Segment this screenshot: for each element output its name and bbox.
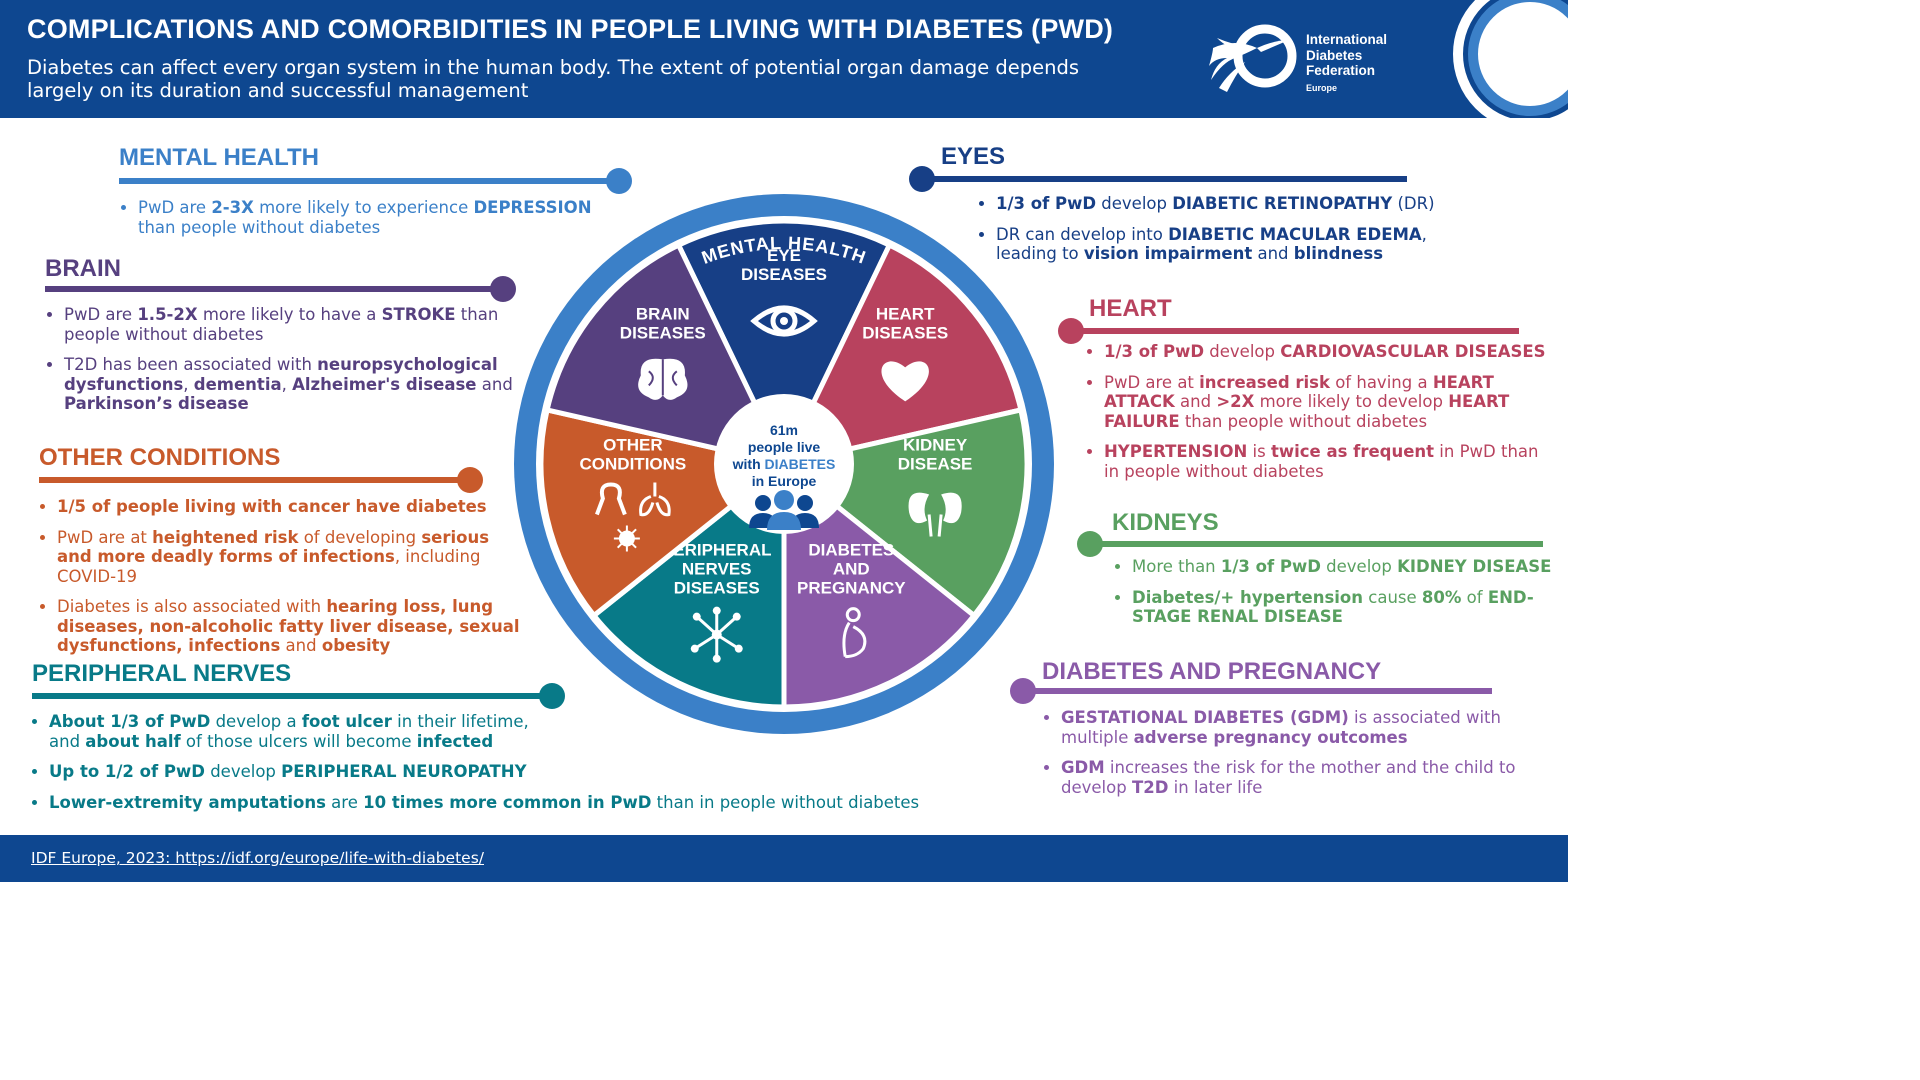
wheel-center [714, 394, 854, 534]
brain-title: BRAIN [45, 255, 121, 282]
pregnancy-rule [1022, 688, 1492, 694]
heart-bullet: 1/3 of PwD develop CARDIOVASCULAR DISEAS… [1104, 342, 1549, 362]
segment-label-other-conditions: CONDITIONS [580, 455, 687, 474]
mental-health-bullets: PwD are 2-3X more likely to experience D… [120, 198, 618, 248]
center-count: 61m [770, 422, 798, 438]
other-conditions-dot [457, 467, 483, 493]
heart-icon [881, 361, 929, 402]
segment-eye-diseases [675, 218, 893, 470]
eyes-bullet: 1/3 of PwD develop DIABETIC RETINOPATHY … [996, 194, 1446, 214]
mental-health-dot [606, 168, 632, 194]
segment-heart-diseases [779, 241, 1024, 468]
brain-rule [45, 286, 505, 292]
peripheral-nerves-bullets: About 1/3 of PwD develop a foot ulcer in… [31, 712, 929, 823]
eyes-bullets: 1/3 of PwD develop DIABETIC RETINOPATHY … [978, 194, 1446, 275]
brain-bullet: T2D has been associated with neuropsycho… [64, 355, 514, 414]
segment-label-eye-diseases: DISEASES [741, 265, 827, 284]
pregnancy-bullets: GESTATIONAL DIABETES (GDM) is associated… [1043, 708, 1521, 808]
segment-label-heart-diseases: DISEASES [862, 323, 948, 342]
brain-dot [490, 276, 516, 302]
segment-label-kidney-disease: KIDNEY [903, 436, 968, 455]
other-conditions-title: OTHER CONDITIONS [39, 444, 281, 471]
segment-label-peripheral-nerves-diseases: DISEASES [674, 579, 760, 598]
pregnancy-title: DIABETES AND PREGNANCY [1042, 658, 1382, 685]
brain-icon [638, 358, 688, 400]
kidneys-icon [908, 492, 962, 537]
source-link[interactable]: IDF Europe, 2023: https://idf.org/europe… [31, 849, 484, 867]
peripheral-nerves-bullet: Up to 1/2 of PwD develop PERIPHERAL NEUR… [49, 762, 929, 782]
segment-label-diabetes-and-pregnancy: DIABETES [808, 541, 894, 560]
pregnancy-bullet: GESTATIONAL DIABETES (GDM) is associated… [1061, 708, 1521, 747]
segment-label-eye-diseases: EYE [767, 246, 801, 265]
footer-banner [0, 835, 1568, 882]
mental-health-title: MENTAL HEALTH [119, 144, 319, 171]
idf-hummingbird-logo-icon [1209, 24, 1297, 92]
segment-label-diabetes-and-pregnancy: AND [833, 560, 870, 579]
other-conditions-bullet: PwD are at heightened risk of developing… [57, 528, 527, 587]
brain-bullet: PwD are 1.5-2X more likely to have a STR… [64, 305, 514, 344]
center-line4: in Europe [752, 473, 817, 489]
page-subtitle: Diabetes can affect every organ system i… [27, 56, 1080, 102]
heart-rule [1068, 328, 1519, 334]
segment-label-peripheral-nerves-diseases: NERVES [682, 560, 752, 579]
nerve-network-icon [690, 606, 743, 663]
kidneys-title: KIDNEYS [1112, 509, 1219, 536]
peripheral-nerves-rule [32, 693, 552, 699]
heart-bullet: HYPERTENSION is twice as frequent in PwD… [1104, 442, 1549, 481]
peripheral-nerves-bullet: Lower-extremity amputations are 10 times… [49, 793, 929, 813]
heart-bullet: PwD are at increased risk of having a HE… [1104, 373, 1549, 432]
other-conditions-bullet: 1/5 of people living with cancer have di… [57, 497, 527, 517]
center-line3: with DIABETES [732, 456, 836, 472]
other-conditions-bullets: 1/5 of people living with cancer have di… [39, 497, 527, 667]
pregnancy-dot [1010, 678, 1036, 704]
kidneys-bullet: Diabetes/+ hypertension cause 80% of END… [1132, 588, 1562, 627]
center-line2: people live [748, 439, 821, 455]
segment-label-other-conditions: OTHER [603, 436, 663, 455]
eyes-bullet: DR can develop into DIABETIC MACULAR EDE… [996, 225, 1446, 264]
brain-bullets: PwD are 1.5-2X more likely to have a STR… [46, 305, 514, 425]
kidneys-bullet: More than 1/3 of PwD develop KIDNEY DISE… [1132, 557, 1562, 577]
segment-label-heart-diseases: HEART [876, 304, 935, 323]
pregnancy-bullet: GDM increases the risk for the mother an… [1061, 758, 1521, 797]
heart-title: HEART [1089, 295, 1172, 322]
people-group-icon [749, 490, 819, 530]
eyes-dot [909, 166, 935, 192]
segment-brain-diseases [544, 241, 789, 468]
eyes-title: EYES [941, 143, 1006, 170]
segment-label-diabetes-and-pregnancy: PREGNANCY [797, 579, 906, 598]
heart-dot [1058, 318, 1084, 344]
heart-bullets: 1/3 of PwD develop CARDIOVASCULAR DISEAS… [1086, 342, 1549, 492]
segment-diabetes-and-pregnancy [781, 458, 978, 710]
kidneys-dot [1077, 531, 1103, 557]
idf-logo-text: International Diabetes Federation Europe [1306, 32, 1388, 93]
ribbon-lungs-virus-icon [595, 482, 671, 552]
peripheral-nerves-title: PERIPHERAL NERVES [32, 660, 292, 687]
segment-label-brain-diseases: BRAIN [636, 304, 690, 323]
kidneys-bullets: More than 1/3 of PwD develop KIDNEY DISE… [1114, 557, 1562, 638]
eye-icon [750, 305, 818, 337]
other-conditions-bullet: Diabetes is also associated with hearing… [57, 597, 527, 656]
pregnant-woman-icon [842, 607, 867, 659]
mental-health-rule [119, 178, 619, 184]
other-conditions-rule [39, 477, 469, 483]
kidneys-rule [1088, 541, 1543, 547]
page-title: COMPLICATIONS AND COMORBIDITIES IN PEOPL… [27, 14, 1114, 44]
peripheral-nerves-dot [539, 683, 565, 709]
header-banner [0, 0, 1568, 118]
segment-label-brain-diseases: DISEASES [620, 323, 706, 342]
complications-wheel: EYEDISEASESHEARTDISEASESKIDNEYDISEASEDIA… [514, 194, 1054, 734]
mental-health-bullet: PwD are 2-3X more likely to experience D… [138, 198, 618, 237]
peripheral-nerves-bullet: About 1/3 of PwD develop a foot ulcer in… [49, 712, 539, 751]
eyes-rule [920, 176, 1407, 182]
segment-label-peripheral-nerves-diseases: PERIPHERAL [662, 541, 772, 560]
segment-label-kidney-disease: DISEASE [898, 455, 973, 474]
decorative-ring-icon [1453, 0, 1568, 130]
